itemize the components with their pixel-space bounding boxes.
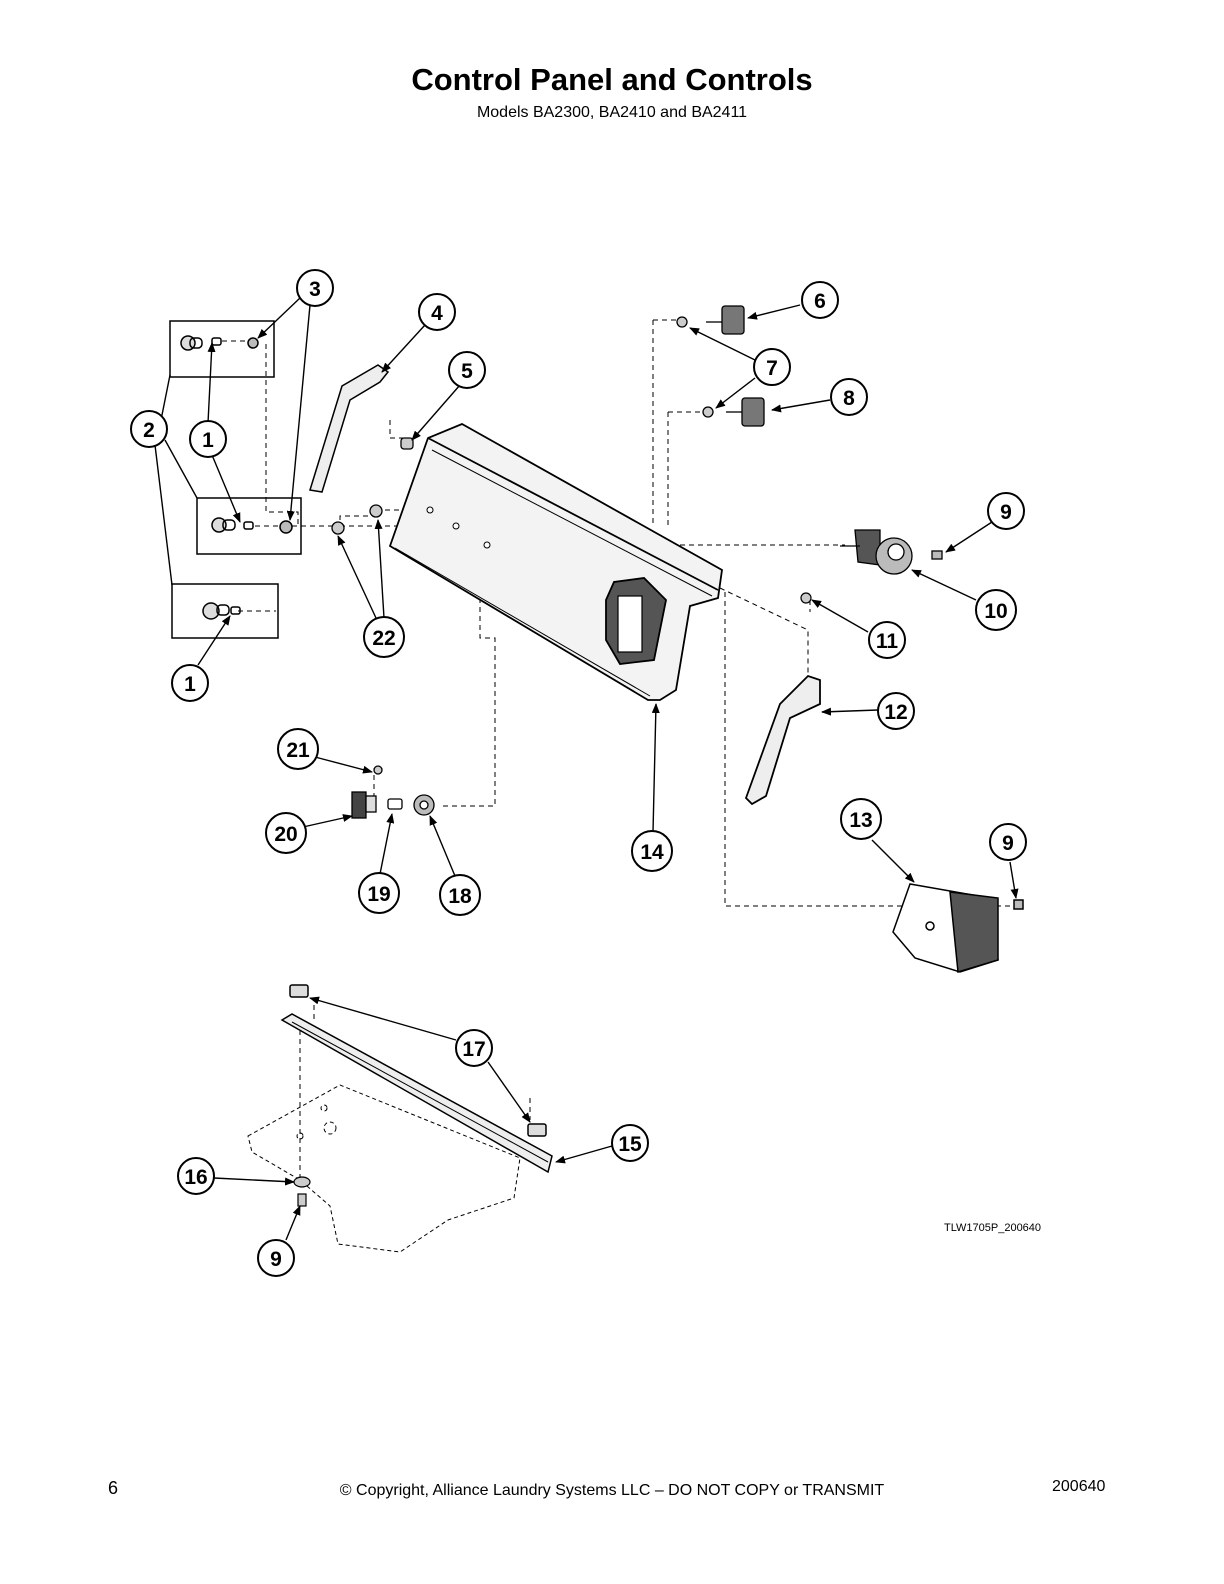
timer [892, 883, 1024, 973]
right-end-cap [744, 674, 821, 806]
callout-9b: 9 [989, 823, 1027, 861]
svg-text:19: 19 [367, 883, 390, 906]
knob-box-middle [196, 497, 302, 555]
svg-text:6: 6 [814, 290, 826, 313]
callout-3: 3 [296, 269, 334, 307]
svg-text:9: 9 [1002, 832, 1014, 855]
page-title: Control Panel and Controls [411, 62, 813, 97]
callout-21: 21 [277, 728, 319, 770]
callout-7: 7 [753, 348, 791, 386]
svg-text:9: 9 [270, 1248, 282, 1271]
date-code: 200640 [1052, 1478, 1106, 1495]
callout-2: 2 [130, 410, 168, 448]
callout-9a: 9 [987, 492, 1025, 530]
control-panel [388, 423, 723, 701]
callout-4: 4 [418, 293, 456, 331]
callout-13: 13 [840, 798, 882, 840]
page-number: 6 [108, 1478, 119, 1498]
screw-11 [800, 592, 812, 604]
assembly-dashed-lines [222, 319, 1012, 1185]
switch-bottom [702, 397, 765, 427]
callout-20: 20 [265, 812, 307, 854]
svg-text:15: 15 [618, 1133, 642, 1156]
svg-text:2: 2 [143, 419, 155, 442]
svg-text:16: 16 [184, 1166, 207, 1189]
small-hardware [331, 437, 414, 535]
svg-text:12: 12 [884, 701, 907, 724]
console-base-outline [247, 1084, 521, 1253]
svg-text:13: 13 [849, 809, 872, 832]
svg-text:22: 22 [372, 627, 395, 650]
svg-text:3: 3 [309, 278, 321, 301]
callout-8: 8 [830, 378, 868, 416]
svg-text:18: 18 [448, 885, 472, 908]
svg-text:4: 4 [431, 302, 443, 325]
switch-top [676, 305, 745, 335]
callout-22: 22 [363, 616, 405, 658]
svg-text:1: 1 [202, 429, 214, 452]
callout-15: 15 [611, 1124, 649, 1162]
page-subtitle: Models BA2300, BA2410 and BA2411 [476, 104, 748, 121]
svg-text:9: 9 [1000, 501, 1012, 524]
svg-text:11: 11 [876, 630, 899, 653]
callout-19: 19 [358, 872, 400, 914]
svg-text:10: 10 [984, 600, 1007, 623]
callout-17: 17 [455, 1029, 493, 1067]
knob-assembly [351, 765, 435, 819]
svg-text:7: 7 [766, 357, 778, 380]
copyright-notice: © Copyright, Alliance Laundry Systems LL… [339, 1482, 885, 1499]
callout-9c: 9 [257, 1239, 295, 1277]
callout-5: 5 [448, 351, 486, 389]
callout-12: 12 [877, 692, 915, 730]
callout-11: 11 [868, 621, 906, 659]
callout-10: 10 [975, 589, 1017, 631]
foot-16 [293, 1176, 311, 1207]
callout-16: 16 [177, 1157, 215, 1195]
knob-box-bottom [171, 583, 279, 639]
left-end-cap [309, 364, 390, 493]
svg-text:5: 5 [461, 360, 473, 383]
selector-switch [840, 529, 943, 575]
svg-text:8: 8 [843, 387, 855, 410]
figure-reference: TLW1705P_200640 [944, 1222, 1042, 1234]
svg-text:1: 1 [184, 673, 196, 696]
callout-14: 14 [631, 830, 673, 872]
knob-box-top [169, 320, 275, 378]
trim-strip [280, 984, 553, 1174]
callout-1b: 1 [171, 664, 209, 702]
callout-6: 6 [801, 281, 839, 319]
svg-text:17: 17 [462, 1038, 485, 1061]
svg-text:20: 20 [274, 823, 297, 846]
svg-text:21: 21 [286, 739, 310, 762]
callout-1a: 1 [189, 420, 227, 458]
callout-18: 18 [439, 874, 481, 916]
svg-text:14: 14 [640, 841, 664, 864]
leader-lines [154, 297, 1019, 1241]
